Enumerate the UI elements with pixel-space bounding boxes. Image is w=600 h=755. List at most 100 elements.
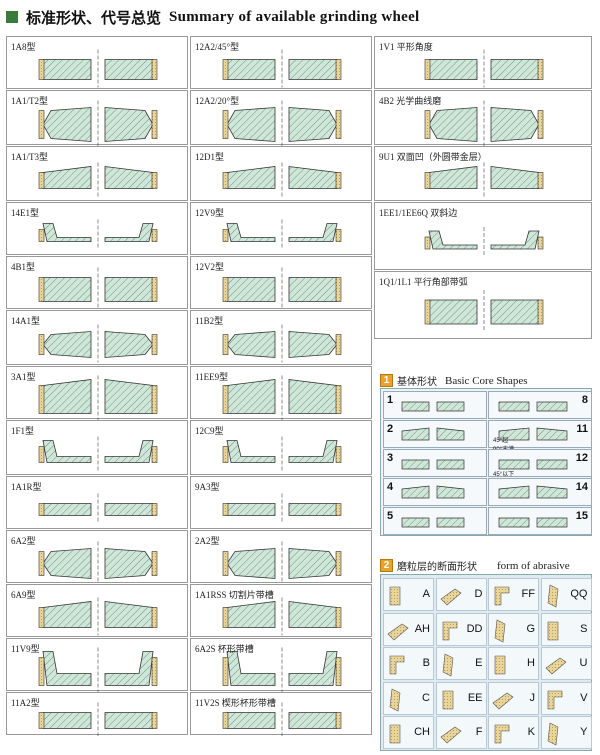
wheel-section	[222, 647, 342, 692]
col1-cell: 14A1型	[6, 310, 188, 365]
core-shape-number: 2	[387, 423, 394, 435]
core-title-cn: 基体形状	[397, 377, 437, 388]
col1-label: 1A1/T2型	[11, 96, 48, 106]
abrasive-rim-left	[222, 607, 229, 628]
abrasive-shape	[440, 588, 461, 606]
col1-cell: 6A9型	[6, 584, 188, 637]
abrasive-form-code: QQ	[570, 588, 588, 600]
col2-label: 6A2S 杯形带槽	[195, 644, 254, 654]
col3-cell: 9U1 双面凹（外圆带金层）	[374, 146, 592, 201]
col2-cell: 6A2S 杯形带槽	[190, 638, 372, 692]
col2-label: 12V9型	[195, 208, 224, 218]
wheel-body	[42, 331, 154, 358]
wheel-diagram	[38, 493, 158, 524]
wheel-body	[226, 440, 338, 463]
abrasive-shape	[547, 584, 558, 608]
abrasive-form-code: V	[580, 691, 588, 704]
wheel-diagram	[222, 541, 342, 584]
abrasive-rim-right	[335, 446, 342, 463]
wheel-section	[38, 324, 158, 363]
wheel-diagram	[222, 267, 342, 310]
col1-cell: 1A1/T2型	[6, 90, 188, 146]
wheel-section	[38, 702, 158, 736]
abrasive-form-cell: J	[488, 681, 539, 715]
abrasive-profile	[442, 621, 457, 640]
abrasive-form-cell: E	[435, 647, 487, 680]
abrasive-shape	[547, 722, 558, 746]
abrasive-shape	[387, 623, 409, 640]
wheel-diagram	[38, 597, 158, 636]
col2-cell: 12A2/20°型	[190, 90, 372, 146]
abrasive-rim-left	[424, 236, 431, 250]
abrasive-rim-left	[38, 446, 45, 463]
abrasive-form-cell: F	[435, 716, 487, 749]
core-body	[498, 517, 568, 528]
abrasive-profile	[389, 586, 401, 606]
abrasive-profile	[494, 586, 510, 606]
col2-label: 12V2型	[195, 262, 224, 272]
abrasive-form-code: K	[527, 726, 535, 738]
abrasive-rim-left	[38, 385, 45, 414]
col1-cell: 1F1型	[6, 420, 188, 475]
wheel-diagram	[222, 597, 342, 636]
wheel-section	[222, 597, 342, 636]
wheel-diagram	[38, 541, 158, 584]
abrasive-shape	[389, 724, 401, 744]
core-body	[401, 517, 465, 528]
abrasive-title-cn: 磨粒层的断面形状	[397, 562, 477, 573]
abrasive-form-code: J	[529, 691, 536, 704]
abrasive-form-code: AH	[414, 622, 430, 635]
col1-cell: 1A1R型	[6, 476, 188, 529]
wheel-diagram	[424, 227, 544, 257]
abrasive-rim-left	[38, 59, 45, 80]
core-shape-number: 3	[387, 452, 394, 464]
abrasive-form-code: G	[526, 622, 535, 635]
core-shape-number: 1	[387, 394, 394, 406]
col2-label: 2A2型	[195, 536, 220, 546]
abrasive-shape	[547, 690, 562, 709]
core-body	[401, 485, 465, 499]
wheel-section	[222, 493, 342, 524]
col1-label: 6A9型	[11, 590, 36, 600]
wheel-section	[38, 375, 158, 420]
abrasive-form-code: U	[579, 657, 588, 669]
col2-label: 11EE9型	[195, 372, 229, 382]
abrasive-form-code: DD	[466, 622, 483, 635]
wheel-body	[226, 548, 338, 579]
wheel-diagram	[424, 290, 544, 332]
wheel-diagram	[424, 100, 544, 146]
core-shape-cell: 1	[383, 391, 487, 419]
wheel-diagram	[38, 267, 158, 310]
col1-label: 6A2型	[11, 536, 36, 546]
abrasive-shape	[442, 690, 453, 709]
abrasive-rim-left	[38, 172, 45, 189]
abrasive-rim-right	[151, 172, 158, 189]
core-diagram	[401, 459, 465, 470]
wheel-body	[226, 107, 338, 142]
wheel-section	[222, 49, 342, 88]
abrasive-rim-left	[38, 503, 45, 516]
abrasive-rim-right	[537, 299, 544, 325]
abrasive-profile	[494, 619, 506, 642]
abrasive-profile	[389, 655, 405, 675]
abrasive-profile	[547, 722, 558, 746]
col2-label: 11V2S 楔形杯形带槽	[195, 698, 276, 708]
abrasive-rim-left	[38, 277, 45, 302]
wheel-diagram	[424, 49, 544, 88]
col2-label: 11B2型	[195, 316, 224, 326]
col2-cell: 11V2S 楔形杯形带槽	[190, 692, 372, 736]
wheel-section	[222, 100, 342, 146]
col1-label: 11A2型	[11, 698, 40, 708]
abrasive-profile	[387, 623, 409, 640]
abrasive-shape	[492, 692, 514, 709]
abrasive-rim-left	[38, 657, 45, 686]
wheel-section	[222, 324, 342, 363]
abrasive-form-cell: S	[540, 612, 592, 646]
core-shape-cell: 5	[383, 507, 487, 535]
wheel-diagram	[38, 49, 158, 88]
abrasive-rim-right	[335, 385, 342, 414]
wheel-diagram	[222, 702, 342, 736]
core-diagram	[498, 517, 568, 528]
